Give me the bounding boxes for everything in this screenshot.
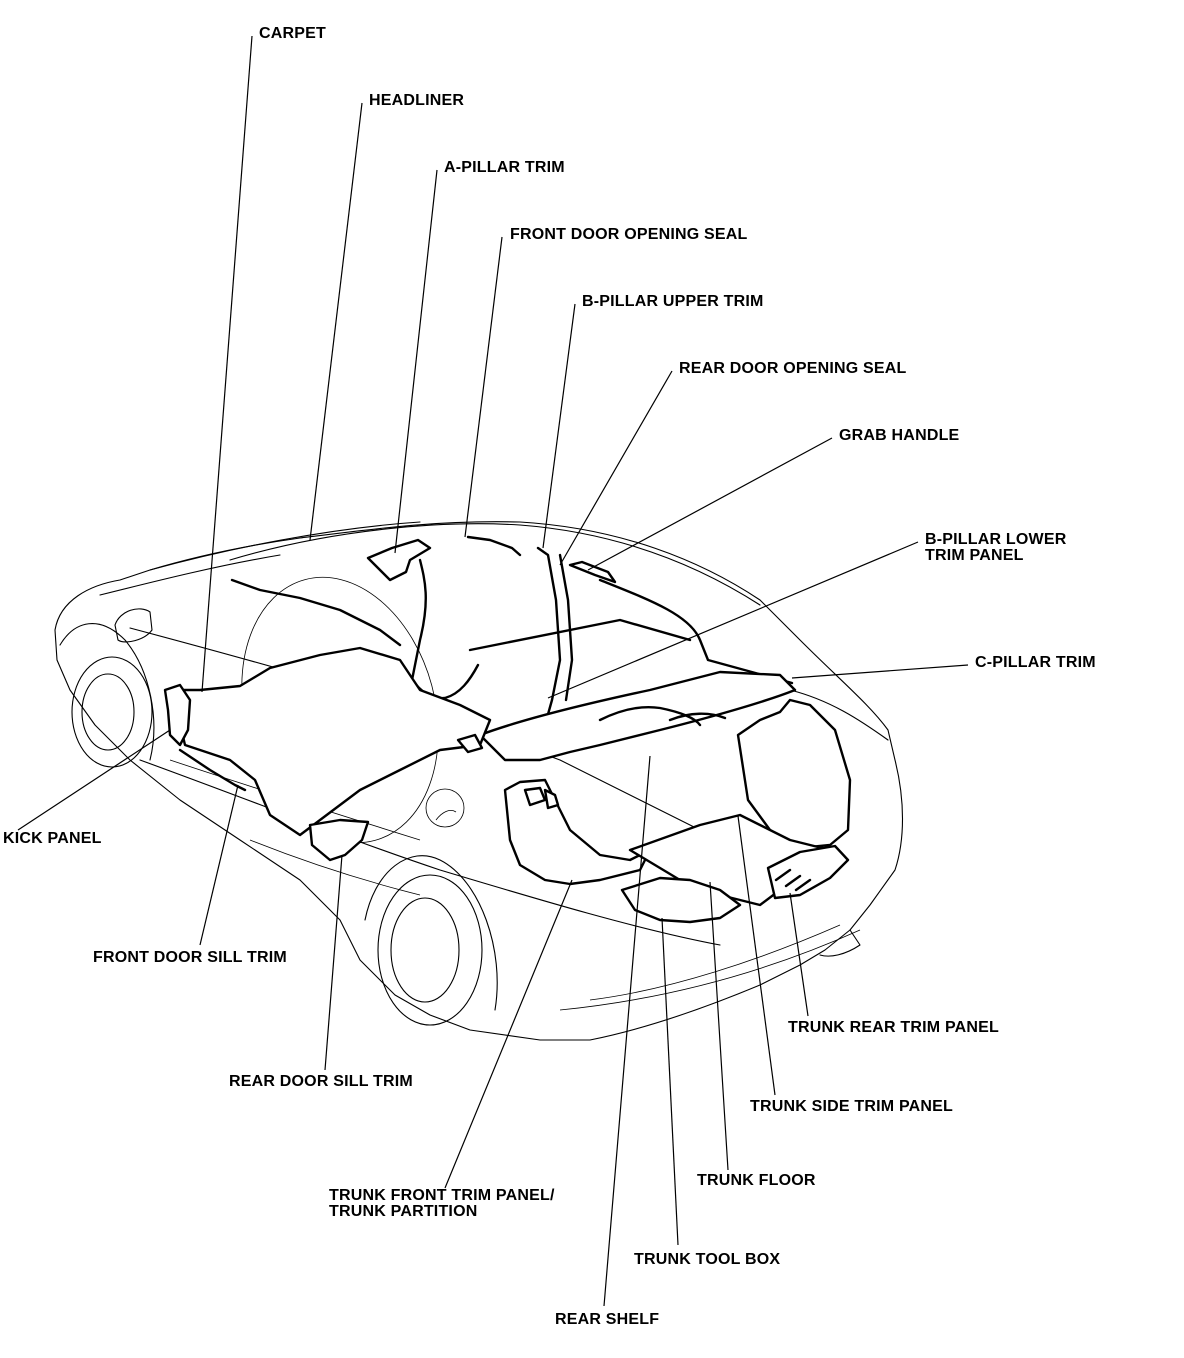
label-carpet: CARPET: [259, 25, 326, 42]
leader-front-door-sill-trim: [199, 784, 239, 946]
leader-rear-door-opening-seal: [559, 370, 673, 566]
label-b-pillar-lower-line2: TRIM PANEL: [925, 547, 1024, 564]
headliner-part: [230, 578, 402, 647]
leader-carpet: [201, 35, 253, 693]
label-front-door-opening-seal: FRONT DOOR OPENING SEAL: [510, 226, 748, 243]
label-b-pillar-lower-line1: B-PILLAR LOWER: [925, 531, 1067, 548]
carpet-part: [170, 646, 492, 837]
label-trunk-front-line1: TRUNK FRONT TRIM PANEL/: [329, 1187, 555, 1204]
leader-b-pillar-upper-trim: [542, 303, 576, 549]
trim-parts: [163, 535, 852, 924]
label-grab-handle: GRAB HANDLE: [839, 427, 960, 444]
label-trunk-front-trim-panel: TRUNK FRONT TRIM PANEL/ TRUNK PARTITION: [329, 1188, 555, 1220]
label-rear-door-sill-trim: REAR DOOR SILL TRIM: [229, 1073, 413, 1090]
label-c-pillar-trim: C-PILLAR TRIM: [975, 654, 1096, 671]
leader-rear-door-sill-trim: [324, 854, 343, 1071]
label-headliner: HEADLINER: [369, 92, 465, 109]
label-trunk-rear-trim-panel: TRUNK REAR TRIM PANEL: [788, 1019, 1000, 1036]
c-pillar-trim-part: [598, 578, 794, 685]
leader-a-pillar-trim: [394, 169, 438, 554]
leader-headliner: [309, 102, 363, 541]
label-rear-door-opening-seal: REAR DOOR OPENING SEAL: [679, 360, 907, 377]
label-b-pillar-lower-trim-panel: B-PILLAR LOWER TRIM PANEL: [925, 532, 1066, 564]
leader-trunk-tool-box: [661, 917, 679, 1246]
leader-c-pillar-trim: [791, 664, 969, 679]
label-trunk-side-trim-panel: TRUNK SIDE TRIM PANEL: [750, 1098, 954, 1115]
kick-panel-part: [163, 683, 192, 747]
label-trunk-tool-box: TRUNK TOOL BOX: [634, 1251, 781, 1268]
label-kick-panel: KICK PANEL: [3, 830, 102, 847]
front-door-sill-trim-part: [178, 748, 247, 792]
leader-kick-panel: [17, 729, 171, 831]
leader-lines: [17, 35, 969, 1307]
label-front-door-sill-trim: FRONT DOOR SILL TRIM: [93, 949, 287, 966]
leader-trunk-floor: [709, 881, 729, 1171]
b-pillar-trim-part: [536, 546, 562, 727]
a-pillar-trim-part: [366, 538, 432, 582]
grab-handle-part: [568, 560, 617, 584]
leader-front-door-opening-seal: [464, 236, 503, 538]
leader-grab-handle: [587, 437, 833, 571]
leader-trunk-rear-trim-panel: [789, 892, 809, 1017]
label-a-pillar-trim: A-PILLAR TRIM: [444, 159, 565, 176]
rear-shelf-part: [478, 670, 797, 762]
label-b-pillar-upper-trim: B-PILLAR UPPER TRIM: [582, 293, 764, 310]
label-rear-shelf: REAR SHELF: [555, 1311, 660, 1328]
leader-trunk-front-trim-panel: [444, 879, 573, 1189]
label-trunk-floor: TRUNK FLOOR: [697, 1172, 816, 1189]
rear-door-sill-trim-part: [308, 818, 370, 862]
front-door-opening-seal-part: [466, 535, 522, 557]
leader-trunk-side-trim-panel: [737, 815, 776, 1096]
label-trunk-front-line2: TRUNK PARTITION: [329, 1203, 478, 1220]
leader-b-pillar-lower-trim-panel: [547, 541, 919, 699]
leader-rear-shelf: [603, 755, 651, 1307]
